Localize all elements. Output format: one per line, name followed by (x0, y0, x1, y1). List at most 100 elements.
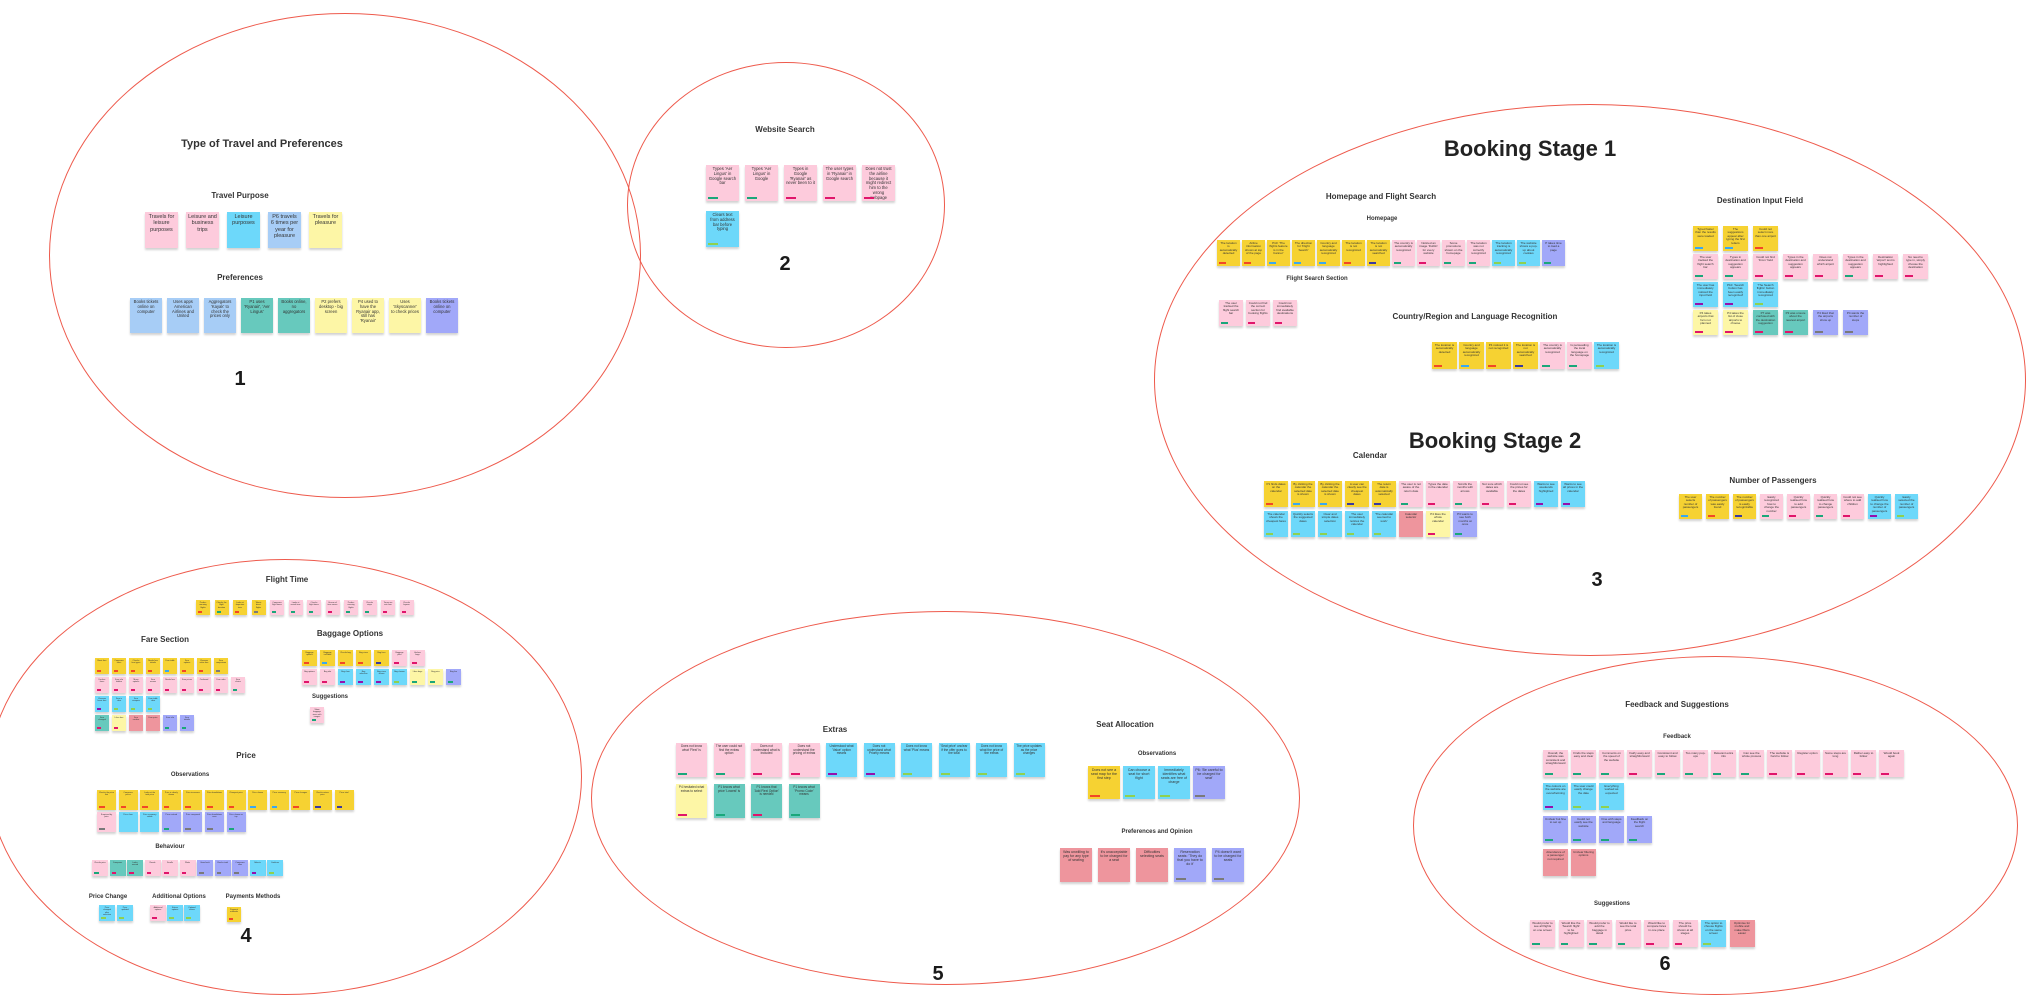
sticky-note[interactable]: P1 knows that 'Add Flexi Option' is need… (751, 784, 782, 818)
sticky-note[interactable]: Surprised by price (97, 812, 116, 832)
sticky-note[interactable]: Airline information shown at top of the … (1242, 240, 1265, 266)
sticky-note[interactable]: The return date is automatically selecte… (1372, 481, 1396, 507)
sticky-note[interactable]: Could not select more than one airport (1753, 226, 1778, 251)
sticky-note[interactable]: The number of passengers is easily recog… (1733, 494, 1756, 519)
sticky-note[interactable]: Uses 'Skyscanner' to check prices (389, 298, 421, 333)
sticky-note[interactable]: Selects (249, 860, 266, 876)
sticky-note[interactable]: P4 doesn't want to be charged for seats (1212, 848, 1244, 882)
sticky-note[interactable]: Could not immediately find available des… (1273, 300, 1297, 326)
sticky-note[interactable]: Reads fare (163, 677, 177, 693)
sticky-note[interactable]: The direction for 'Flight Search' (1292, 240, 1315, 266)
sticky-note[interactable]: Is persuading the local language on the … (1567, 342, 1592, 369)
sticky-note[interactable]: Attendance of a passenger not required (1543, 849, 1568, 876)
sticky-note[interactable]: P3 was unsure about the nearest airport (1783, 310, 1808, 335)
sticky-note[interactable]: Fare rules (214, 677, 228, 693)
sticky-note[interactable]: Unsure of time zones (325, 600, 340, 615)
sticky-note[interactable]: Bag chosen (392, 669, 407, 685)
sticky-note[interactable]: The user could easily change the date (1571, 783, 1596, 810)
sticky-note[interactable]: By clicking the calendar the selected da… (1318, 481, 1342, 507)
sticky-note[interactable]: Bag sizes shown (374, 669, 389, 685)
sticky-note[interactable]: Checks the flight duration (214, 600, 229, 615)
sticky-note[interactable]: Types 'Aer Lingus' in Google search bar (706, 165, 739, 201)
sticky-note[interactable]: Price is clearly shown (161, 790, 181, 810)
sticky-note[interactable]: Easily recognized how to change the numb… (1760, 494, 1783, 519)
sticky-note[interactable]: Quickly realised how to change the numbe… (1868, 494, 1891, 519)
sticky-note[interactable]: Fare names (146, 677, 160, 693)
sticky-note[interactable]: The option to choose flights on the same… (1701, 920, 1726, 947)
sticky-note[interactable]: Bag fees (374, 650, 389, 666)
sticky-note[interactable]: Fare prices (180, 677, 194, 693)
sticky-note[interactable]: Does not understand what is included (751, 743, 782, 777)
sticky-note[interactable]: The location is automatically detected (1217, 240, 1240, 266)
sticky-note[interactable]: Immediately identifies what seats are fr… (1158, 766, 1190, 799)
sticky-note[interactable]: Would like the 'Search flight' to be hig… (1558, 920, 1584, 947)
sticky-note[interactable]: Unclear but fine to set up (1543, 816, 1568, 843)
sticky-note[interactable]: Looks around (127, 860, 143, 876)
sticky-note[interactable]: Likes bags (410, 669, 425, 685)
sticky-note[interactable]: Price breakdown seen (204, 812, 224, 832)
sticky-note[interactable]: Prefers morning flights (196, 600, 210, 615)
sticky-note[interactable]: Aggregators 'Kayak' to check the prices … (204, 298, 236, 333)
sticky-note[interactable]: Feedback on the flight search (1627, 816, 1652, 843)
sticky-note[interactable]: Fare info (163, 715, 177, 731)
sticky-note[interactable]: Baggage price (392, 650, 407, 666)
sticky-note[interactable]: 'The Search flights' button immediately … (1753, 282, 1778, 307)
sticky-note[interactable]: A user can clearly see the cheapest date… (1345, 481, 1369, 507)
sticky-note[interactable]: Price noticed (161, 812, 181, 832)
sticky-note[interactable]: Uses apps American Airlines and United (167, 298, 199, 333)
sticky-note[interactable]: Quickly realised how to change passenger… (1814, 494, 1837, 519)
sticky-note[interactable]: Books online, no aggregators (278, 298, 310, 333)
sticky-note[interactable]: Destination 'airport' text is highlighte… (1873, 254, 1898, 279)
sticky-note[interactable]: P1 knows what price 'Lowest' is (713, 784, 745, 818)
sticky-note[interactable]: Would book again (1879, 750, 1904, 777)
sticky-note[interactable]: Country and language automatically recog… (1317, 240, 1340, 266)
sticky-note[interactable]: P3 wants to see both months at once (1453, 511, 1477, 537)
sticky-note[interactable]: Comments on the speed of the website (1599, 750, 1624, 777)
sticky-note[interactable]: The website is hard to follow (1767, 750, 1792, 777)
sticky-note[interactable]: Easily selected the number of passengers (1895, 494, 1918, 519)
sticky-note[interactable]: Unclear fares (95, 677, 109, 693)
sticky-note[interactable]: Optimise for mobile and make filters eas… (1729, 920, 1755, 947)
sticky-note[interactable]: Travels for leisure purposes (145, 212, 178, 248)
sticky-note[interactable]: No need to type in, simply choose the de… (1903, 254, 1928, 279)
sticky-note[interactable]: Does not know what the price of the extr… (976, 743, 1007, 777)
sticky-note[interactable]: Price changed after selection (99, 905, 115, 921)
sticky-note[interactable]: Consistent and easy to follow (1655, 750, 1680, 777)
sticky-note[interactable]: P4 likes the whole calendar (1426, 511, 1450, 537)
sticky-note[interactable]: The location is automatically recognized (1594, 342, 1619, 369)
sticky-note[interactable]: The location is not automatically search… (1513, 342, 1538, 369)
sticky-note[interactable]: P10: 'The flights feature is in the bann… (1267, 240, 1290, 266)
sticky-note[interactable]: The user has immediately noticed the inp… (1693, 282, 1718, 307)
sticky-note[interactable]: The price should be shown at all stages (1672, 920, 1698, 947)
sticky-note[interactable]: P7 was confused with the destination sug… (1753, 310, 1778, 335)
sticky-note[interactable]: Bag sizes (356, 650, 371, 666)
sticky-note[interactable]: Calendar selector (1399, 511, 1423, 537)
sticky-note[interactable]: Fairly easy and straightforward (1627, 750, 1652, 777)
sticky-note[interactable]: Would like to compare fares in one place (1644, 920, 1669, 947)
sticky-note[interactable]: P6: 'Be careful to be charged for seat' (1193, 766, 1225, 799)
sticky-note[interactable]: P4 takes airports that he's not planned (1693, 310, 1718, 335)
sticky-note[interactable]: Could not find 'From' field (1753, 254, 1778, 279)
sticky-note[interactable]: The user tracked the flight search bar (1693, 254, 1718, 279)
sticky-note[interactable]: Compares flight times (270, 600, 284, 615)
sticky-note[interactable]: Bag clear (338, 669, 353, 685)
sticky-note[interactable]: Travels for pleasure (309, 212, 342, 248)
sticky-note[interactable]: Confirms (267, 860, 283, 876)
sticky-note[interactable]: Was unwilling to pay for any type of sea… (1060, 848, 1092, 882)
sticky-note[interactable]: Price changes (291, 790, 311, 810)
sticky-note[interactable]: Reads fare details (146, 658, 160, 674)
sticky-note[interactable]: Relevant extra info (1711, 750, 1736, 777)
sticky-note[interactable]: Does not know what 'Plus' means (901, 743, 932, 777)
sticky-note[interactable]: Fare info hidden (112, 677, 126, 693)
sticky-note[interactable]: Chooses value fare (197, 658, 211, 674)
sticky-note[interactable]: 'Seat price' unclear if the offer goes t… (938, 743, 970, 777)
sticky-note[interactable]: P4 hesitated what extras to select (676, 784, 707, 818)
sticky-note[interactable]: Goes back (197, 860, 213, 876)
sticky-note[interactable]: Cheapest price (226, 790, 246, 810)
sticky-note[interactable]: P4 used to have the Ryanair app, still h… (352, 298, 384, 333)
sticky-note[interactable]: Not sure which dates are available (1480, 481, 1504, 507)
sticky-note[interactable]: Price breakdown (204, 790, 224, 810)
sticky-note[interactable]: Clear and simple dates selection (1318, 511, 1342, 537)
sticky-note[interactable]: Register option (1795, 750, 1820, 777)
sticky-note[interactable]: Price total (334, 790, 354, 810)
